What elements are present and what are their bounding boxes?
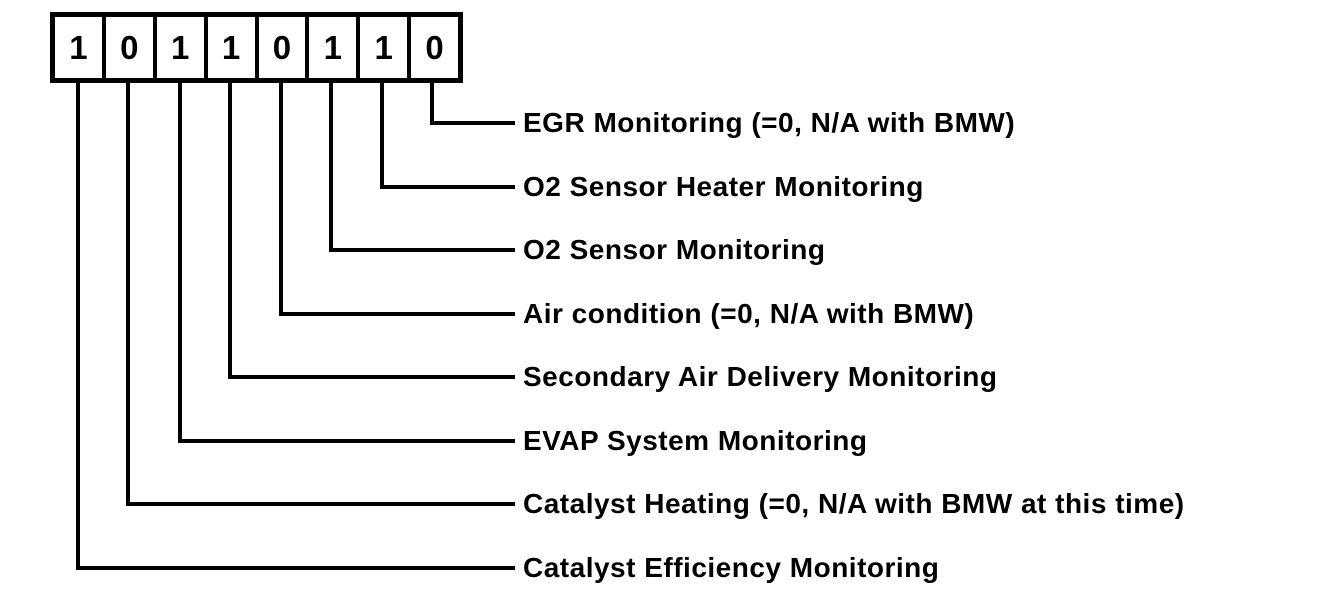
bit-cell-2: 1 (309, 17, 361, 78)
bit-cell-3: 0 (259, 17, 310, 78)
bit-value: 0 (425, 29, 444, 66)
connector-vertical-catalyst-efficiency (76, 83, 80, 570)
label-o2-sensor-monitoring: O2 Sensor Monitoring (523, 234, 826, 265)
connector-vertical-evap-system (178, 83, 182, 443)
connector-horizontal-o2-sensor-heater (380, 185, 515, 189)
connector-horizontal-egr (430, 121, 515, 125)
bit-value: 1 (171, 29, 190, 66)
connector-horizontal-air-condition (279, 312, 515, 316)
connector-horizontal-evap-system (178, 439, 515, 443)
connector-vertical-o2-sensor-heater (380, 83, 384, 189)
connector-vertical-o2-sensor (329, 83, 333, 252)
label-catalyst-efficiency-monitoring: Catalyst Efficiency Monitoring (523, 552, 940, 583)
bit-value: 0 (120, 29, 139, 66)
bit-value: 1 (221, 29, 241, 66)
bit-value: 0 (272, 29, 292, 66)
bit-value: 1 (374, 29, 393, 66)
bit-register-box: 1 0 1 1 0 1 1 0 (50, 12, 463, 83)
connector-horizontal-o2-sensor (329, 248, 515, 252)
bit-cell-0: 0 (411, 17, 458, 78)
connector-vertical-air-condition (279, 83, 283, 316)
bit-cell-7: 1 (55, 17, 106, 78)
bit-value: 1 (323, 29, 342, 66)
bit-cell-5: 1 (157, 17, 208, 78)
label-evap-system-monitoring: EVAP System Monitoring (523, 425, 868, 456)
bit-cell-6: 0 (106, 17, 157, 78)
label-egr-monitoring: EGR Monitoring (=0, N/A with BMW) (523, 107, 1016, 138)
connector-vertical-egr (430, 83, 434, 125)
connector-horizontal-catalyst-heating (126, 502, 515, 506)
bit-value: 1 (69, 29, 88, 66)
connector-horizontal-catalyst-efficiency (76, 566, 515, 570)
bit-cell-4: 1 (208, 17, 259, 78)
label-air-condition: Air condition (=0, N/A with BMW) (523, 298, 975, 329)
label-o2-sensor-heater-monitoring: O2 Sensor Heater Monitoring (523, 171, 924, 202)
bit-cell-1: 1 (360, 17, 412, 78)
label-secondary-air-delivery-monitoring: Secondary Air Delivery Monitoring (523, 361, 998, 392)
connector-vertical-catalyst-heating (126, 83, 130, 506)
label-catalyst-heating: Catalyst Heating (=0, N/A with BMW at th… (523, 488, 1185, 519)
connector-vertical-secondary-air (228, 83, 232, 379)
connector-horizontal-secondary-air (228, 375, 515, 379)
